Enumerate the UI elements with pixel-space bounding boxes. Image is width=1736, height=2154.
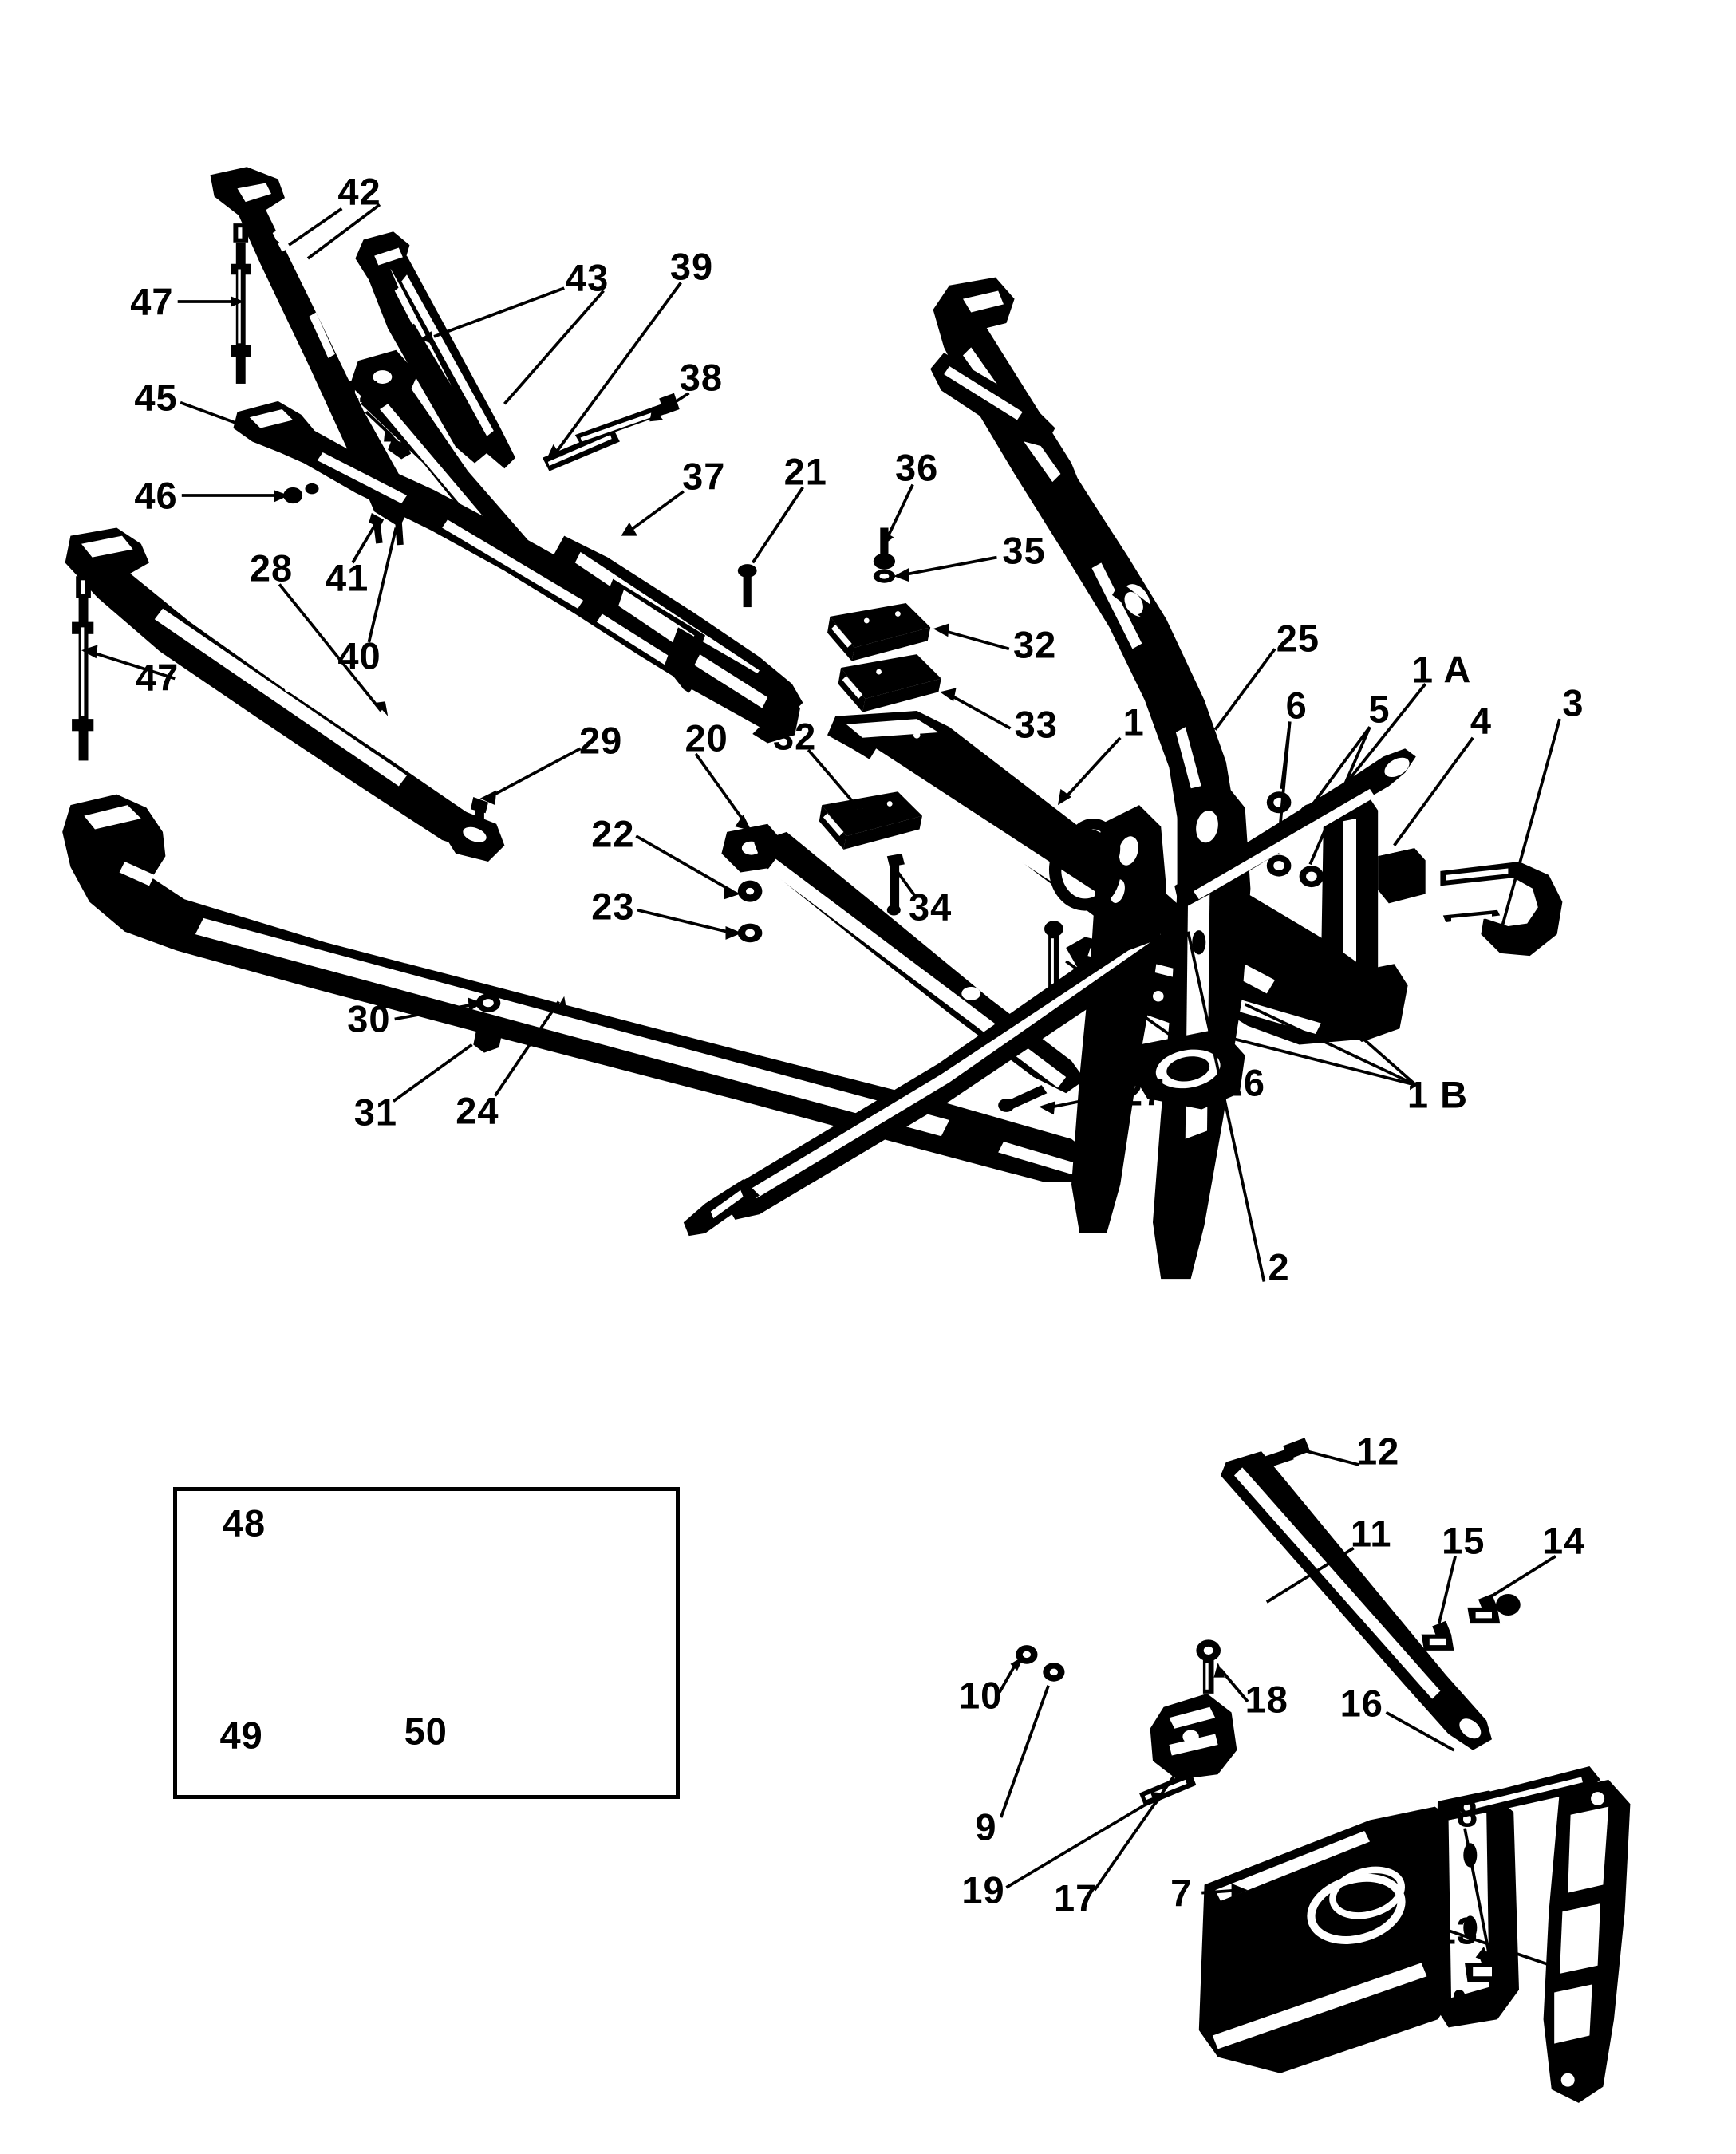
part-27-cotter-pin [998,1085,1048,1112]
part-23-washer [737,923,763,943]
part-32-wear-plate-upper [827,603,931,661]
callout-18: 18 [1245,1678,1288,1721]
callout-20: 20 [685,716,728,759]
callout-4: 4 [1470,699,1492,742]
callout-32b: 32 [773,715,817,758]
callout-23: 23 [591,885,635,928]
part-9-washer [1043,1663,1065,1682]
part-37-draft-frame [547,535,803,744]
callout-47a: 47 [130,280,174,323]
callout-7: 7 [1170,1872,1193,1915]
callout-48: 48 [222,1501,266,1544]
part-19-pin [1139,1771,1197,1807]
callout-16: 16 [1339,1682,1383,1725]
callout-22: 22 [591,812,635,855]
part-22-washer [737,880,763,902]
part-34-bolt [886,853,905,916]
callout-28: 28 [249,546,294,590]
part-18-pin [1196,1639,1221,1694]
part-47-leveling-rod-lower [72,576,94,761]
callout-39: 39 [669,245,714,288]
part-32-wear-plate-second [819,791,922,850]
part-45-draft-link [233,400,755,711]
callout-31: 31 [353,1091,398,1134]
part-43-lift-arm-brace [349,231,529,558]
part-15-pin [1421,1620,1454,1651]
callout-2: 2 [1268,1245,1290,1288]
part-46-washer [283,483,319,504]
part-17-clamp [1150,1693,1237,1780]
callout-1: 1 [1122,700,1145,743]
part-6-washer-upper [1266,791,1292,814]
callout-40: 40 [337,634,381,677]
part-30-washer [475,993,501,1012]
callout-15: 15 [1442,1519,1485,1561]
part-33-wear-plate-lower [838,654,941,712]
part-21-bolt [737,564,757,608]
callout-42: 42 [337,170,381,213]
callout-35: 35 [1002,529,1046,572]
callout-25: 25 [1276,617,1320,660]
callout-29: 29 [578,719,623,762]
callout-11: 11 [1350,1512,1392,1555]
callout-8: 8 [1456,1792,1478,1835]
part-39-pin [542,428,620,471]
callout-27: 27 [1121,1071,1166,1114]
callout-10: 10 [958,1674,1003,1717]
part-3-u-bolt [1440,862,1563,957]
callout-26: 26 [1221,1061,1266,1104]
callout-50: 50 [404,1710,448,1753]
callout-9: 9 [975,1805,997,1848]
callout-14: 14 [1541,1519,1586,1561]
callout-33: 33 [1014,703,1058,746]
part-41-bolt [369,512,385,544]
part-28-draft-link-left [65,527,505,862]
callout-1B: 1 B [1407,1073,1469,1116]
callout-36: 36 [895,446,939,489]
callout-19: 19 [961,1868,1005,1911]
callout-49: 49 [219,1714,263,1757]
callout-6: 6 [1285,684,1308,727]
callout-47b: 47 [136,656,180,699]
part-14-pin [1467,1594,1521,1624]
callout-41: 41 [326,556,369,599]
callout-46: 46 [134,474,178,517]
callout-43: 43 [565,256,610,299]
callout-34: 34 [909,886,953,929]
callout-1A: 1 A [1411,648,1472,691]
callout-38: 38 [679,356,724,398]
callout-30: 30 [347,997,391,1040]
part-44-bolt [388,439,412,460]
part-40-bolt [390,508,406,546]
part-35-washer [873,569,895,583]
part-16-rod [1448,1766,1600,1821]
part-2-top-link-bracket [683,748,1416,1280]
callout-44: 44 [337,373,381,416]
part-42-lift-arm [210,167,412,526]
callout-21: 21 [783,450,827,493]
part-5-washer-lower [1299,866,1324,888]
callout-13: 13 [1434,1909,1478,1952]
part-31-nut [473,1025,502,1053]
leader-lines-upper [81,203,1561,1115]
callout-12: 12 [1356,1430,1400,1473]
detail-inset-box [173,1487,680,1799]
part-4-block [1378,848,1426,904]
part-47-leveling-rod-upper [231,223,251,384]
callout-24: 24 [456,1089,499,1132]
callout-17: 17 [1053,1876,1098,1919]
part-24-lower-arm [62,794,1099,1182]
part-38-bolt [574,393,680,444]
callout-5: 5 [1368,688,1391,731]
part-6-washer-lower [1266,854,1292,877]
part-25-rockshaft-arm [930,277,1237,900]
callout-45: 45 [134,376,178,419]
callout-32a: 32 [1012,623,1057,666]
callout-37: 37 [682,455,726,498]
part-11-stabilizer-bar [1221,1451,1492,1750]
part-13-stabilizer-plate [1543,1779,1631,2103]
callout-3: 3 [1562,681,1584,724]
leader-lines-lower-right [998,931,1556,1967]
